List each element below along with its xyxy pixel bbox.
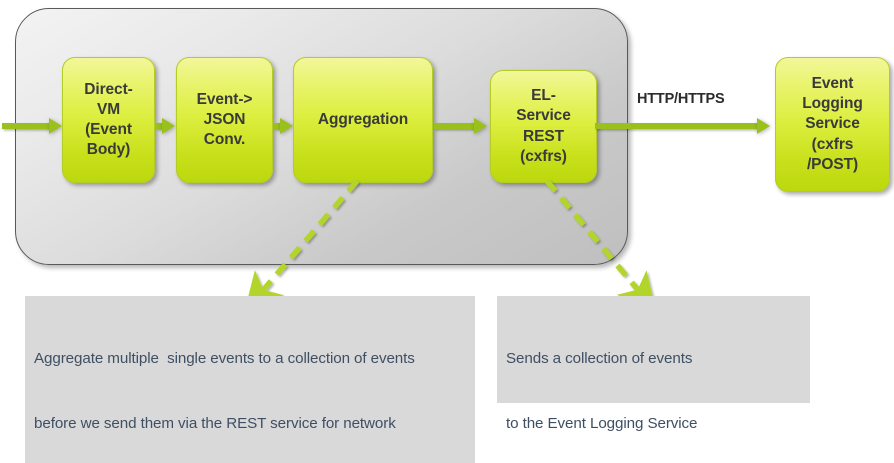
note-aggregation-line-2: before we send them via the REST service… (34, 415, 396, 433)
node-event-logging-service-label: Event Logging Service (cxfrs /POST) (802, 75, 863, 173)
node-direct-vm-label: Direct- VM (Event Body) (84, 80, 133, 159)
node-event-logging-service[interactable]: Event Logging Service (cxfrs /POST) (775, 57, 890, 192)
node-event-json-conv-label: Event-> JSON Conv. (196, 90, 253, 149)
arrow-direct-vm-to-json-conv-head (162, 117, 175, 134)
note-rest-service-line-2: to the Event Logging Service (506, 415, 698, 433)
arrow-json-conv-to-aggregation-head (280, 117, 293, 134)
arrow-aggregation-to-el-service (434, 123, 475, 129)
note-aggregation: Aggregate multiple single events to a co… (25, 296, 475, 463)
node-el-service-rest-label: EL- Service REST (cxfrs) (516, 87, 571, 165)
note-rest-service-line-1: Sends a collection of events (506, 349, 693, 367)
arrow-direct-vm-to-json-conv (156, 123, 164, 129)
node-el-service-rest[interactable]: EL- Service REST (cxfrs) (490, 70, 597, 183)
arrow-aggregation-to-el-service-head (474, 117, 487, 134)
edge-label-http-https: HTTP/HTTPS (637, 91, 725, 107)
note-rest-service: Sends a collection of events to the Even… (497, 296, 810, 432)
note-aggregation-line-1: Aggregate multiple single events to a co… (34, 349, 415, 367)
arrow-el-service-to-event-logging-service-head (757, 117, 770, 134)
arrow-json-conv-to-aggregation (274, 123, 282, 129)
node-direct-vm[interactable]: Direct- VM (Event Body) (62, 57, 155, 183)
arrow-el-service-to-event-logging-service (595, 123, 758, 129)
arrow-inbound-to-direct-vm (2, 123, 50, 129)
node-aggregation[interactable]: Aggregation (293, 57, 433, 183)
node-aggregation-label: Aggregation (317, 110, 409, 128)
arrow-inbound-to-direct-vm-head (49, 117, 62, 134)
node-event-json-conv[interactable]: Event-> JSON Conv. (176, 57, 273, 183)
